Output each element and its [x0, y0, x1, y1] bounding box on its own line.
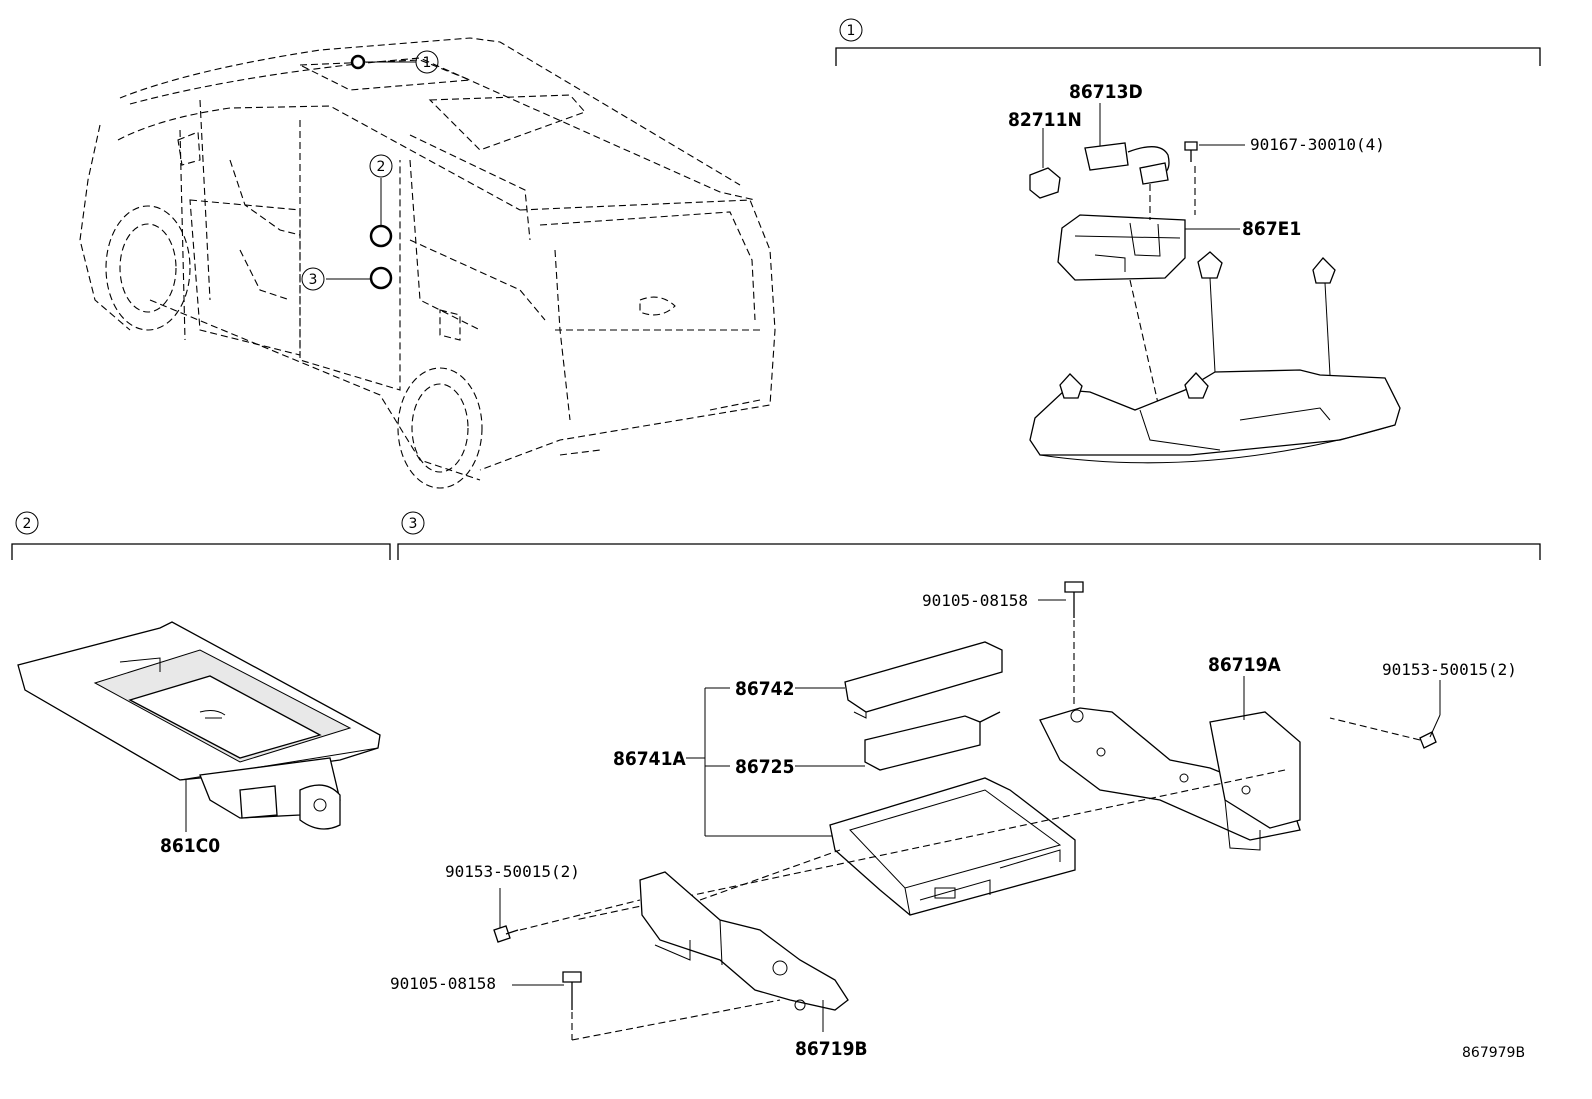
label-90153-50015-right: 90153-50015(2) [1382, 660, 1517, 679]
label-861C0: 861C0 [160, 835, 220, 857]
section-3-parts [493, 581, 1441, 1041]
label-90153-50015-left: 90153-50015(2) [445, 862, 580, 881]
callout-3: 3 [301, 267, 325, 291]
marker-console [369, 224, 393, 248]
callout-2: 2 [369, 154, 393, 178]
label-867E1: 867E1 [1242, 218, 1301, 240]
section-1-header: 1 [835, 18, 1541, 66]
diagram-code: 867979B [1462, 1045, 1525, 1061]
marker-underseat [369, 266, 393, 290]
svg-text:3: 3 [309, 272, 318, 288]
section-2-parts [17, 621, 381, 832]
svg-text:3: 3 [409, 516, 418, 532]
svg-text:1: 1 [847, 23, 856, 39]
label-90105-08158-top: 90105-08158 [922, 591, 1028, 610]
callout-1: 1 [415, 50, 439, 74]
section-2-header: 2 [11, 511, 391, 560]
marker-overhead [350, 54, 366, 70]
label-90105-08158-bottom: 90105-08158 [390, 974, 496, 993]
label-82711N: 82711N [1008, 109, 1082, 131]
label-86719A: 86719A [1208, 654, 1281, 676]
svg-text:2: 2 [23, 516, 32, 532]
svg-text:2: 2 [377, 159, 386, 175]
label-86725: 86725 [735, 756, 794, 778]
label-90167-30010: 90167-30010(4) [1250, 135, 1385, 154]
vehicle-illustration [79, 37, 776, 489]
svg-text:1: 1 [423, 55, 432, 71]
label-86713D: 86713D [1069, 81, 1143, 103]
label-86742: 86742 [735, 678, 794, 700]
section-1-parts [1029, 103, 1401, 464]
label-86719B: 86719B [795, 1038, 868, 1060]
section-3-header: 3 [397, 511, 1541, 560]
label-86741A: 86741A [613, 748, 686, 770]
